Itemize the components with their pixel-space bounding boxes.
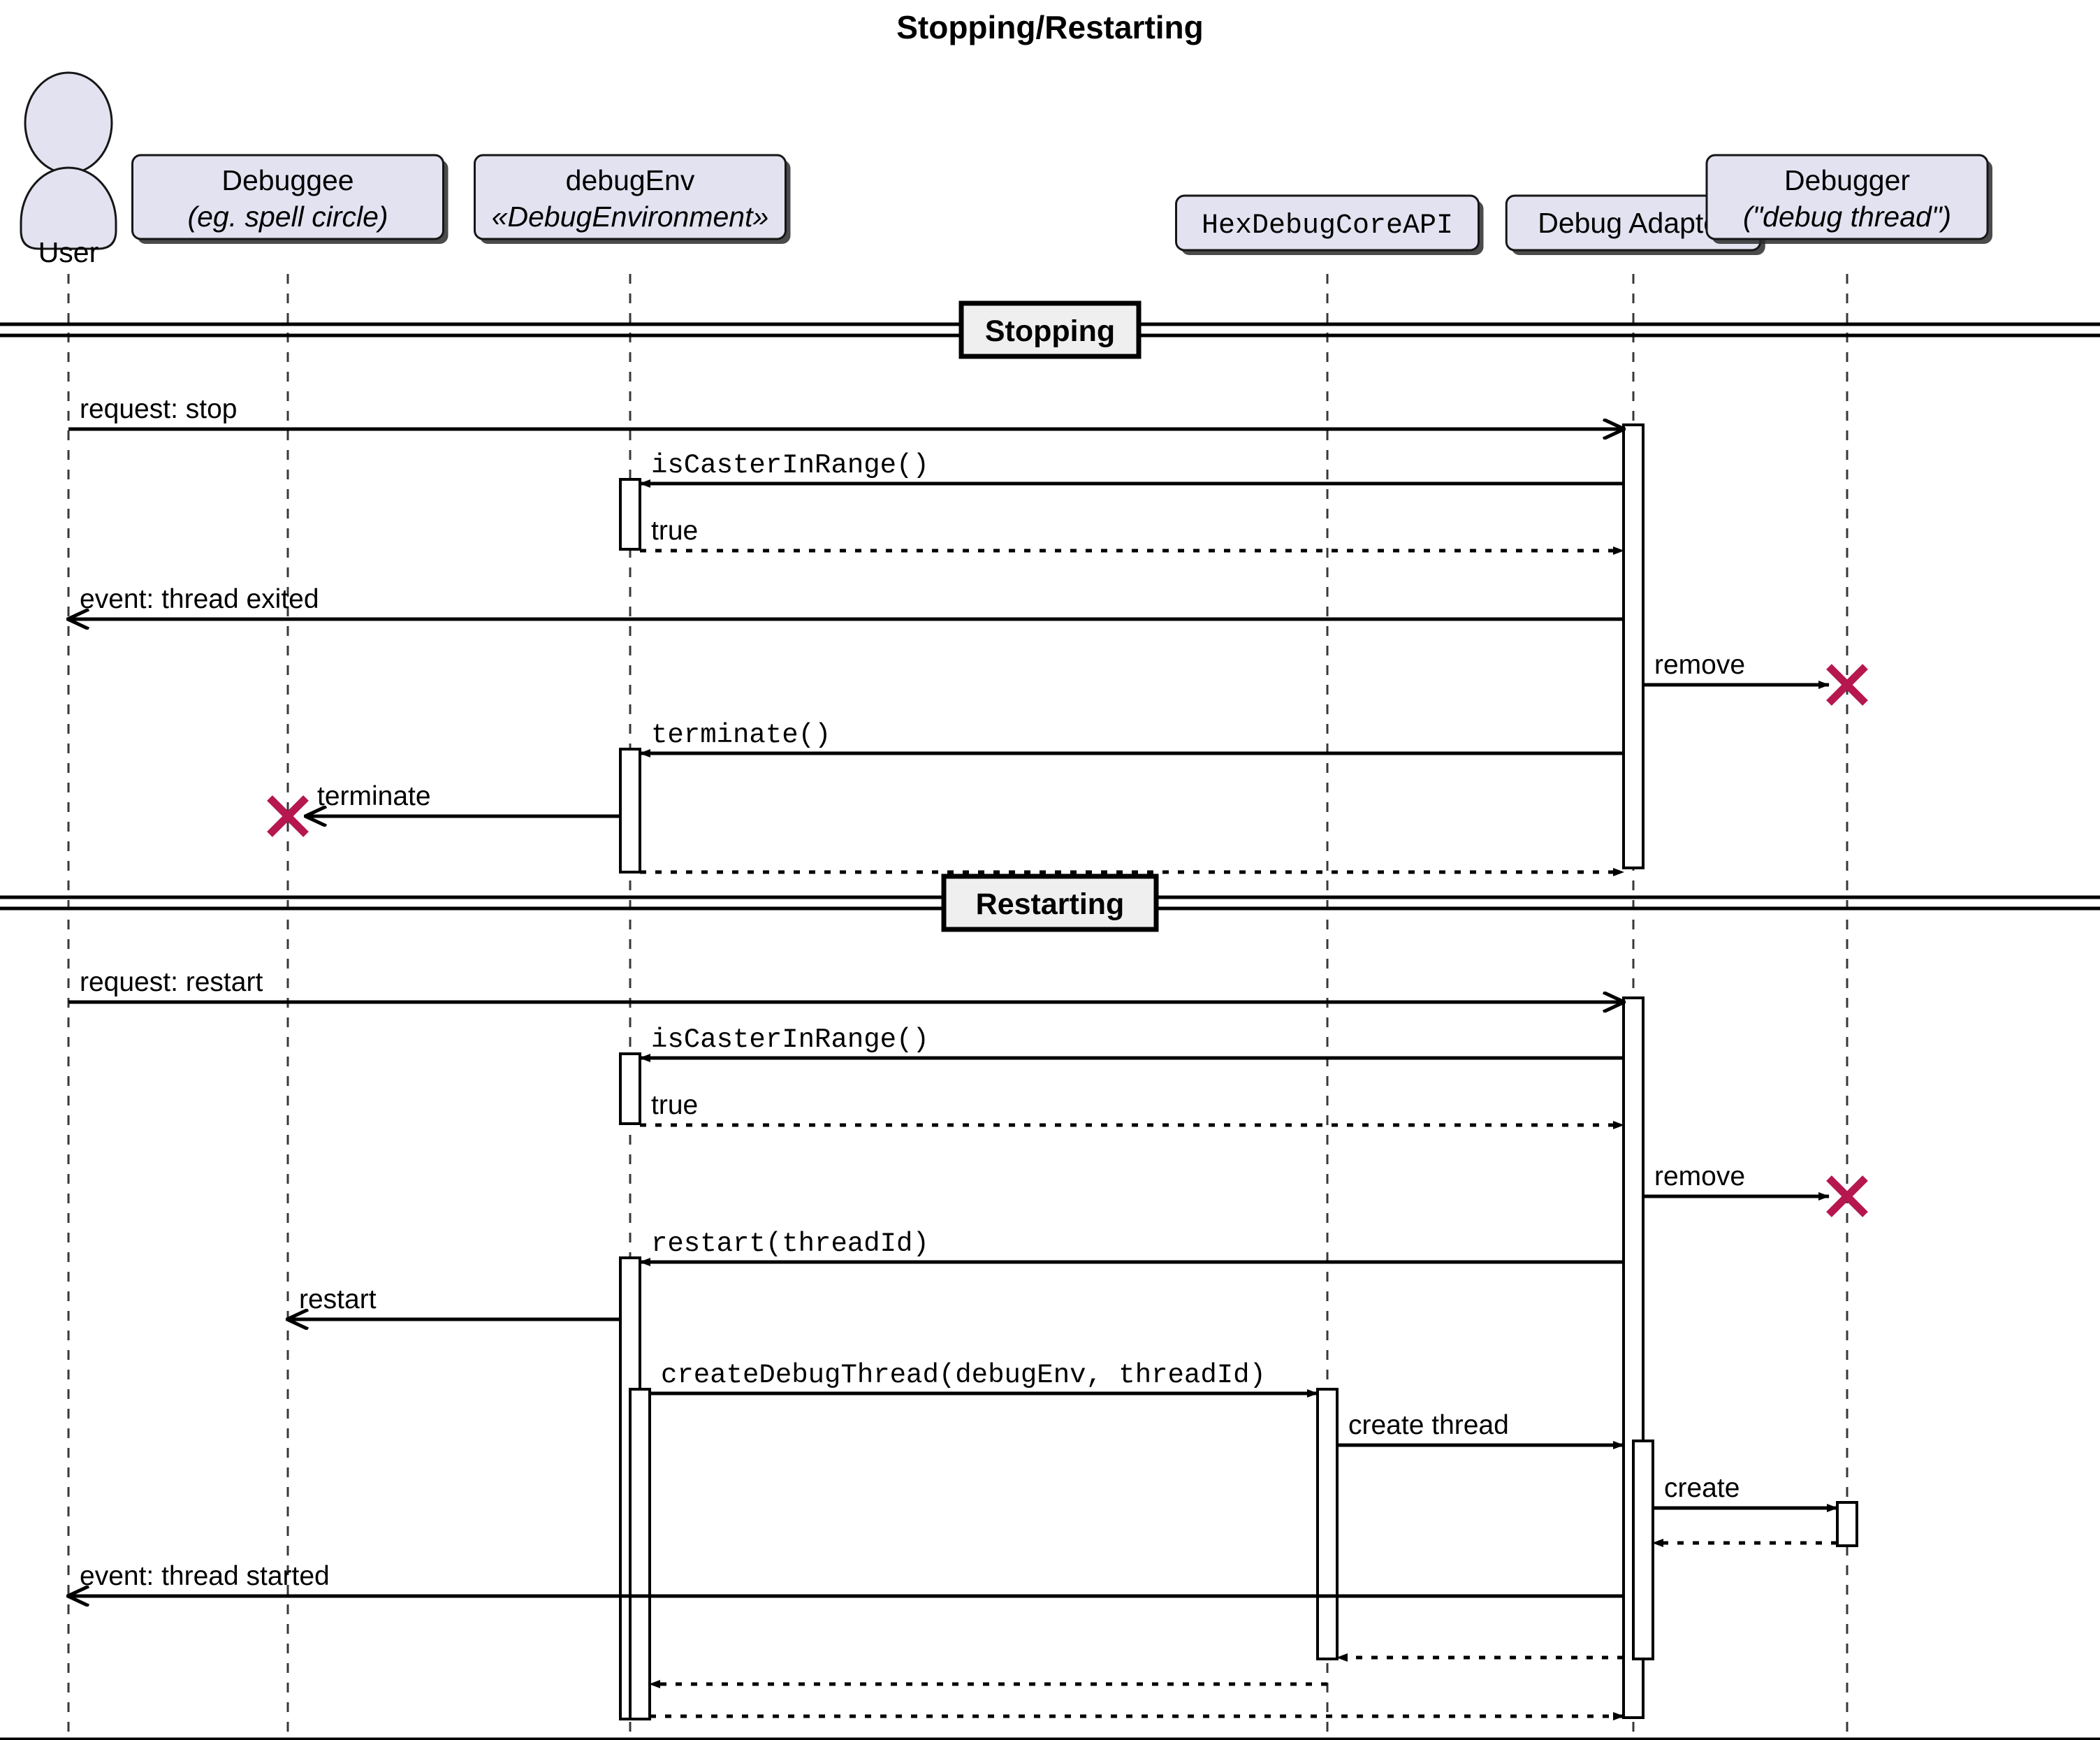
message-label-m17: create	[1664, 1473, 1740, 1503]
participant-label-adapter: Debug Adapter	[1538, 207, 1729, 239]
activation-bar-adapter	[1622, 423, 1645, 869]
message-m14: restart	[288, 1284, 620, 1319]
lifelines-group	[67, 274, 1849, 1734]
participant-debuggee[interactable]: Debuggee (eg. spell circle)	[131, 154, 449, 244]
participant-debugenv[interactable]: debugEnv «DebugEnvironment»	[474, 154, 791, 244]
message-m7: terminate	[306, 781, 620, 816]
activation-bar-debugenv	[619, 1052, 641, 1125]
messages-group: request: stop isCasterInRange() true event:…	[68, 394, 1838, 1720]
message-label-m7: terminate	[317, 781, 431, 811]
message-label-m5: remove	[1654, 650, 1745, 680]
message-m9: request: restart	[68, 967, 1624, 1002]
participant-sublabel-debuggee: (eg. spell circle)	[187, 201, 388, 233]
fragment-divider-stopping: Stopping	[0, 300, 2100, 359]
fragment-label-stopping: Stopping	[985, 314, 1115, 348]
message-label-m14: restart	[299, 1284, 377, 1314]
message-label-m15: createDebugThread(debugEnv, threadId)	[661, 1360, 1266, 1391]
message-label-m16: create thread	[1348, 1410, 1509, 1440]
message-m11: true	[640, 1090, 1624, 1129]
message-m15: createDebugThread(debugEnv, threadId)	[650, 1360, 1318, 1398]
activation-bar-coreapi	[1316, 1388, 1339, 1660]
message-m12: remove	[1643, 1161, 1830, 1201]
destroy-marker-debugger	[1826, 1175, 1868, 1217]
message-m1: request: stop	[68, 394, 1624, 429]
participant-label-user: User	[38, 236, 99, 268]
participant-user[interactable]: User	[20, 71, 117, 268]
participant-adapter[interactable]: Debug Adapter	[1505, 194, 1765, 255]
participant-sublabel-debugger: ("debug thread")	[1743, 201, 1951, 233]
fragment-divider-restarting: Restarting	[0, 873, 2100, 932]
message-label-m19: event: thread started	[80, 1561, 330, 1591]
message-label-m13: restart(threadId)	[651, 1228, 929, 1259]
message-m16: create thread	[1337, 1410, 1624, 1449]
participant-label-debugger: Debugger	[1784, 164, 1910, 196]
message-label-m9: request: restart	[80, 967, 263, 997]
message-m10: isCasterInRange()	[639, 1024, 1624, 1062]
message-label-m6: terminate()	[651, 720, 831, 751]
message-m4: event: thread exited	[68, 584, 1624, 619]
message-label-m1: request: stop	[80, 394, 237, 424]
message-m17: create	[1653, 1473, 1838, 1512]
activation-bar-adapter	[1632, 1440, 1654, 1660]
fragment-label-restarting: Restarting	[976, 887, 1125, 921]
participant-sublabel-debugenv: «DebugEnvironment»	[492, 201, 769, 233]
destroy-marker-debuggee	[267, 795, 309, 837]
message-m19: event: thread started	[68, 1561, 1624, 1596]
message-m5: remove	[1643, 650, 1830, 689]
destroy-markers-group	[267, 664, 1868, 1217]
message-m3: true	[640, 516, 1624, 555]
destroy-marker-debugger	[1826, 664, 1868, 706]
activation-bar-debugenv	[629, 1388, 651, 1720]
participants-group: User Debuggee (eg. spell circle) debugEnv «D…	[20, 71, 1992, 268]
participant-label-debuggee: Debuggee	[221, 164, 353, 196]
activation-bars-group	[619, 423, 1858, 1720]
message-label-m10: isCasterInRange()	[651, 1024, 929, 1055]
message-m6: terminate()	[639, 720, 1624, 757]
message-label-m12: remove	[1654, 1161, 1745, 1191]
participant-coreapi[interactable]: HexDebugCoreAPI	[1175, 194, 1484, 255]
message-label-m2: isCasterInRange()	[651, 450, 929, 481]
message-label-m11: true	[651, 1090, 698, 1120]
participant-debugger[interactable]: Debugger ("debug thread")	[1705, 154, 1992, 244]
activation-bar-debugenv	[619, 478, 641, 551]
participant-label-debugenv: debugEnv	[566, 164, 695, 196]
message-m13: restart(threadId)	[639, 1228, 1624, 1266]
diagram-title: Stopping/Restarting	[896, 9, 1204, 45]
message-label-m3: true	[651, 516, 698, 546]
message-m2: isCasterInRange()	[639, 450, 1624, 488]
activation-bar-debugenv	[619, 748, 641, 873]
activation-bar-debugger	[1836, 1501, 1858, 1547]
participant-label-coreapi: HexDebugCoreAPI	[1202, 210, 1453, 242]
message-label-m4: event: thread exited	[80, 584, 319, 614]
